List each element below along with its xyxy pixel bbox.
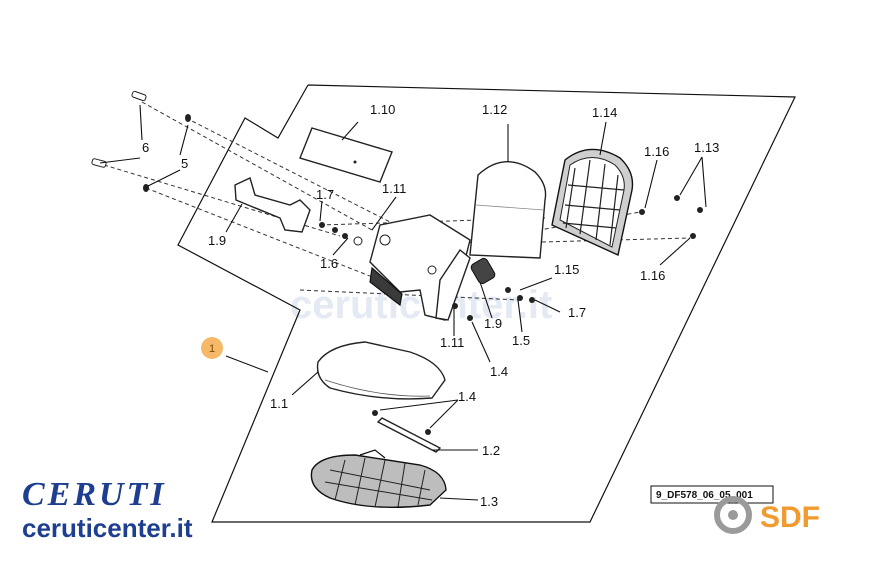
part-1-1-seat-cushion [316,341,446,400]
label-1-6: 1.6 [320,256,338,271]
sdf-gear-icon [714,496,752,534]
label-1-5: 1.5 [512,333,530,348]
label-1-13: 1.13 [694,140,719,155]
label-1-9-left: 1.9 [208,233,226,248]
fasteners [91,90,703,435]
label-1-3: 1.3 [480,494,498,509]
label-1-10: 1.10 [370,102,395,117]
part-1-3-seat-pan [310,449,447,509]
label-1-1: 1.1 [270,396,288,411]
label-1-4-lower: 1.4 [458,389,476,404]
label-1-16-top: 1.16 [644,144,669,159]
drawing-code: 9_DF578_06_05_001 [656,490,753,501]
label-1-11-top: 1.11 [382,181,406,196]
label-1-7-left: 1.7 [316,187,334,202]
ceruti-logo: CERUTI [22,476,167,513]
part-1-10-plate [299,127,393,183]
label-1-7-right: 1.7 [568,305,586,320]
part-1-11-bracket [369,214,471,321]
ceruticenter-url[interactable]: ceruticenter.it [22,513,193,543]
part-1-15-spring [470,257,496,285]
sdf-logo: SDF [760,501,820,534]
label-6: 6 [142,140,149,155]
label-5: 5 [181,156,188,171]
label-1-9-right: 1.9 [484,316,502,331]
callout-number: 1 [209,343,215,355]
label-1-16-bottom: 1.16 [640,268,665,283]
label-1-11-bottom: 1.11 [440,335,464,350]
label-1-12: 1.12 [482,102,507,117]
part-1-2-bar [376,417,442,453]
label-1-2: 1.2 [482,443,500,458]
part-1-14-backrest-frame [551,148,634,256]
label-1-4-upper: 1.4 [490,364,508,379]
callout-marker[interactable] [201,337,223,359]
label-1-14: 1.14 [592,105,617,120]
leader-lines [99,104,707,501]
assembly-boundary [177,84,796,523]
label-1-15: 1.15 [554,262,579,277]
part-1-9-latch [234,177,311,233]
part-1-12-backrest-pad [469,161,547,259]
